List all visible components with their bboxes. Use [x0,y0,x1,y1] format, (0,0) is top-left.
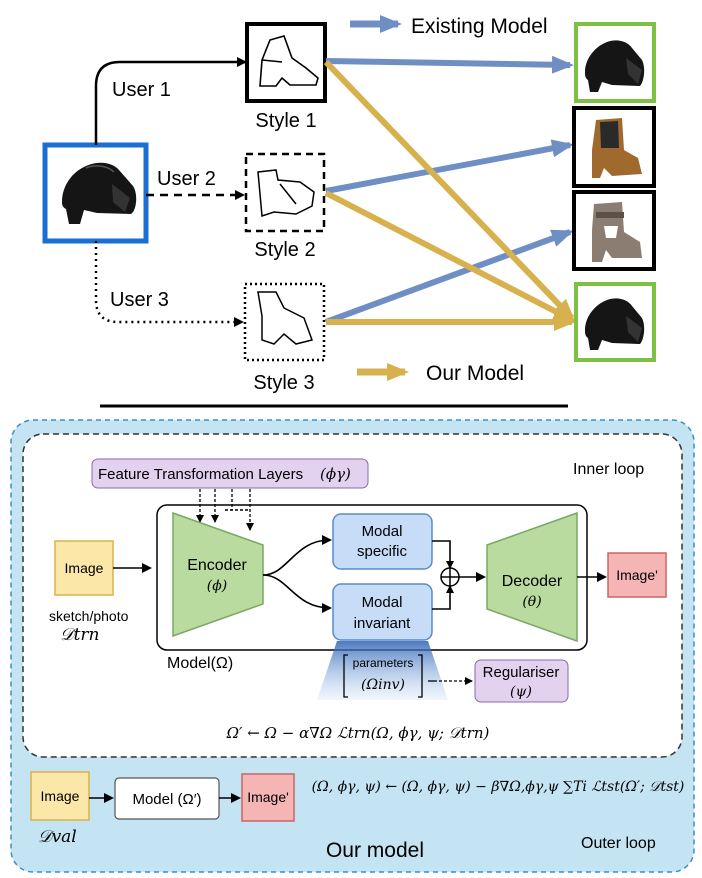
user2-label: User 2 [157,168,216,190]
parameters-label: parameters [353,656,414,670]
ours-arrow-2 [324,190,576,323]
feature-layers-symbol: (ϕγ) [320,465,351,483]
output4-shoe-photo [585,298,645,350]
existing-arrow-1 [325,55,574,74]
decoder-symbol: (θ) [522,594,541,610]
inner-image-out-box [607,552,667,598]
regulariser-symbol: (ψ) [510,684,532,700]
feature-layers-label: Feature Transformation Layers [98,466,303,483]
param-bracket-right [418,654,423,698]
inner-image-in-label: Image [65,560,104,576]
invariant-to-sum-arrow [432,585,454,610]
encoder-symbol: (ϕ) [207,578,227,594]
input-shoe-photo [62,162,137,224]
modal-specific-line1: Modal [362,523,403,540]
inner-image-in-box [54,540,114,596]
existing-arrow-2 [325,139,574,194]
inner-loop-label: Inner loop [573,461,644,478]
encoder-shape [172,511,264,638]
specific-to-sum-arrow [432,540,454,569]
parameters-glow [317,641,448,700]
style1-sketch-frame [245,22,327,103]
user1-arrow [94,57,247,145]
outer-loop-equation: (Ω, ϕγ, ψ) ← (Ω, ϕγ, ψ) − β∇Ω,ϕγ,ψ ∑Ti ℒ… [312,779,685,795]
model-label: Model(Ω) [167,655,233,672]
inner-image-out-label: Image' [616,567,658,583]
outer-image-out-label: Image' [247,789,289,805]
decoder-shape [486,511,578,643]
ours-arrow-1 [323,59,575,321]
modal-specific-line2: specific [357,543,408,560]
style2-label: Style 2 [254,239,315,261]
style1-sketch [259,35,319,87]
d-trn-label: 𝒟trn [60,625,99,645]
param-bracket-left [343,654,348,698]
user1-label: User 1 [112,79,171,101]
outer-image-in-label: Image [41,788,80,804]
outer-image-in-box [30,771,90,821]
decoder-label: Decoder [502,573,563,590]
style2-sketch [257,169,315,218]
d-val-label: 𝒟val [38,827,77,847]
regulariser-box [474,659,569,703]
modal-invariant-line2: invariant [354,615,412,632]
modal-invariant-line1: Modal [362,594,403,611]
user3-label: User 3 [110,289,169,311]
encoder-label: Encoder [187,557,247,574]
outer-image-out-box [241,773,295,822]
modal-invariant-box [332,583,433,641]
style1-label: Style 1 [255,110,316,132]
outer-loop-label: Outer loop [581,835,656,852]
output3-boot-photo [592,202,642,262]
legend-ours-label: Our Model [426,362,524,385]
style3-label: Style 3 [253,372,314,394]
encoder-to-specific-arrow [262,535,332,576]
outer-model-label: Model (Ω′) [132,791,201,808]
style3-sketch-frame [243,282,326,362]
style3-sketch [257,291,313,345]
regulariser-label: Regulariser [483,664,560,681]
output2-boot-photo [592,118,642,178]
sketch-photo-label: sketch/photo [49,608,129,624]
omega-inv-label: (Ωinv) [361,677,405,693]
our-model-label: Our model [326,839,424,862]
output1-shoe-photo [585,40,645,92]
feature-layers-box [91,458,369,489]
legend-existing-label: Existing Model [411,15,548,38]
style2-sketch-frame [244,152,326,233]
existing-arrow-3 [324,229,574,325]
inner-loop-equation: Ω′ ← Ω − α∇Ω ℒtrn(Ω, ϕγ, ψ; 𝒟trn) [226,724,490,742]
encoder-to-invariant-arrow [262,574,332,613]
